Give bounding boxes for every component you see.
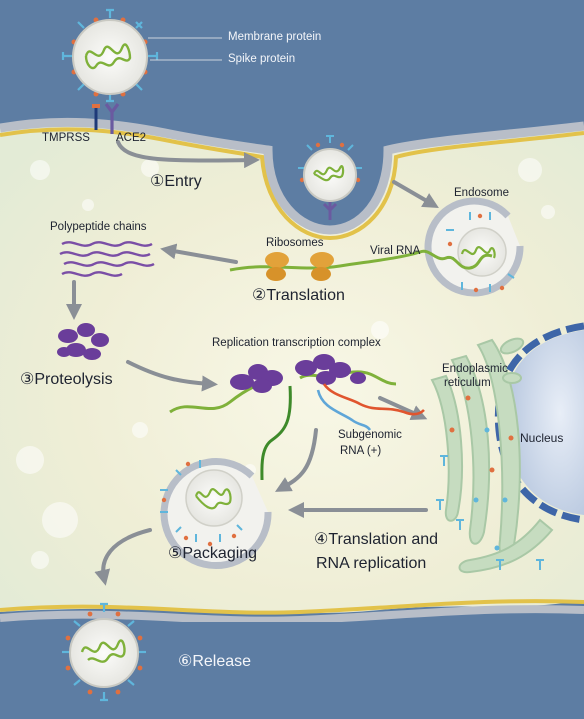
er-dots bbox=[449, 395, 514, 551]
ace2-label: ACE2 bbox=[116, 132, 147, 144]
endoplasmic-reticulum bbox=[430, 337, 554, 574]
subgenomic-label-line1: Subgenomic bbox=[338, 429, 402, 441]
arrow-endosome bbox=[392, 180, 439, 209]
spike-protein-label: Spike protein bbox=[228, 53, 296, 65]
viral-rna-strand bbox=[229, 249, 493, 272]
virion-entering bbox=[298, 135, 362, 220]
er-label-line2: reticulum bbox=[444, 377, 491, 389]
arrow-proteolysis bbox=[126, 360, 218, 392]
translation-replication-label-line2: RNA replication bbox=[316, 555, 427, 572]
proteolysis-label: ③Proteolysis bbox=[20, 371, 113, 388]
tmprss-label: TMPRSS bbox=[42, 132, 90, 144]
endosome bbox=[424, 197, 524, 297]
receptors bbox=[92, 103, 120, 134]
cell-membrane-top-gold bbox=[0, 127, 584, 241]
viral-rna-label: Viral RNA bbox=[370, 245, 421, 257]
cell-membrane-bottom-gold bbox=[0, 599, 584, 615]
packaging-virion bbox=[160, 458, 272, 570]
arrow-release bbox=[94, 528, 152, 586]
polypeptide-chains-label: Polypeptide chains bbox=[50, 221, 147, 233]
replication-complex-shape bbox=[169, 354, 425, 481]
polypeptide-chains-shape bbox=[59, 241, 155, 277]
nucleus-label: Nucleus bbox=[520, 431, 564, 445]
er-label-line1: Endoplasmic bbox=[442, 363, 508, 375]
arrow-translation bbox=[160, 243, 238, 264]
er-spikes bbox=[436, 455, 544, 570]
subgenomic-label-line2: RNA (+) bbox=[340, 445, 382, 457]
membrane-protein-label: Membrane protein bbox=[228, 31, 322, 43]
translation-replication-label-line1: ④Translation and bbox=[314, 531, 439, 548]
ribosomes-label: Ribosomes bbox=[266, 237, 324, 249]
translation-label: ②Translation bbox=[252, 287, 345, 304]
arrow-to-packaging bbox=[275, 428, 318, 492]
virion-top bbox=[61, 8, 159, 103]
virion-released bbox=[62, 602, 146, 702]
replication-complex-label: Replication transcription complex bbox=[212, 337, 381, 349]
arrow-entry bbox=[116, 140, 260, 169]
process-arrows bbox=[66, 140, 439, 586]
nucleus bbox=[504, 330, 584, 515]
endosome-label: Endosome bbox=[454, 187, 509, 199]
ribosomes-shape bbox=[265, 252, 334, 281]
cell-membrane-top-gray bbox=[0, 117, 584, 235]
packaging-label: ⑤Packaging bbox=[168, 545, 258, 562]
cell-membrane-bottom-gray bbox=[0, 605, 584, 625]
protease-cluster bbox=[57, 323, 109, 360]
release-label: ⑥Release bbox=[178, 653, 252, 670]
entry-label: ①Entry bbox=[150, 173, 202, 190]
